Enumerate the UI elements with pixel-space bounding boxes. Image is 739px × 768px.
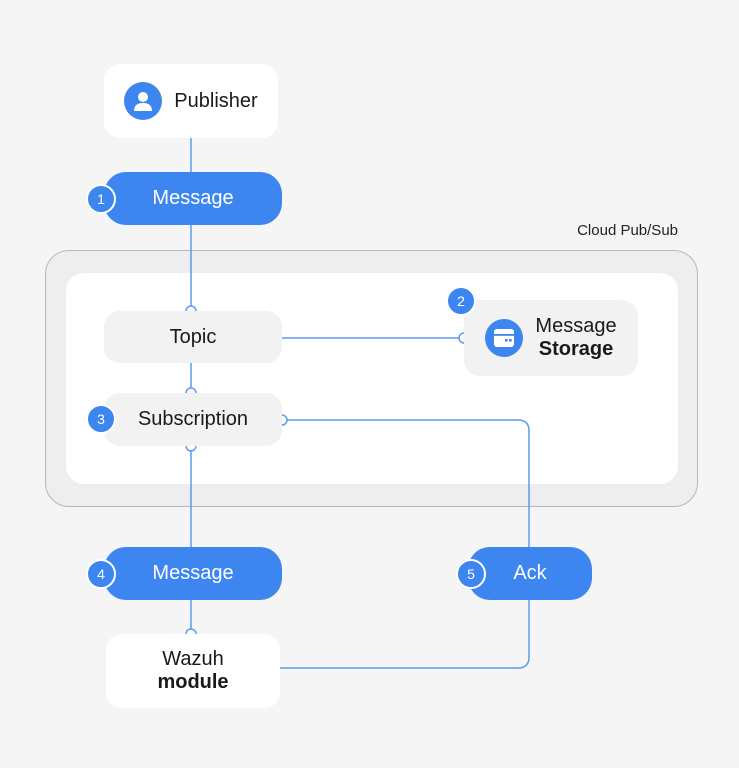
publisher-label: Publisher [174, 89, 258, 112]
step-badge-1: 1 [86, 184, 116, 214]
wazuh-label: Wazuh module [157, 648, 228, 694]
step-badge-5: 5 [456, 559, 486, 589]
wazuh-module-node: Wazuh module [106, 634, 280, 708]
step-badge-2: 2 [446, 286, 476, 316]
user-icon [124, 82, 163, 120]
cloud-pubsub-label: Cloud Pub/Sub [577, 222, 678, 239]
subscription-node: Subscription [104, 393, 282, 446]
topic-label: Topic [169, 325, 217, 348]
wazuh-label-line2: module [157, 671, 229, 693]
step-badge-4: 4 [86, 559, 116, 589]
subscription-label: Subscription [137, 408, 249, 430]
message-pill-4-label: Message [152, 562, 234, 584]
publisher-node: Publisher [104, 64, 278, 138]
message-storage-node: Message Storage [464, 300, 638, 376]
message-pill-1: Message [104, 172, 282, 225]
message-pill-4: Message [104, 547, 282, 600]
storage-icon [485, 319, 524, 357]
storage-label-line1: Message [535, 315, 617, 337]
ack-pill: Ack [468, 547, 592, 600]
ack-pill-label: Ack [513, 562, 547, 584]
storage-label-line2: Storage [538, 338, 614, 360]
line-subscription-ack-wazuh [280, 419, 530, 669]
message-pill-1-label: Message [152, 187, 234, 209]
storage-label: Message Storage [535, 315, 616, 361]
step-badge-3: 3 [86, 404, 116, 434]
wazuh-label-line1: Wazuh [162, 648, 224, 670]
topic-node: Topic [104, 311, 282, 363]
